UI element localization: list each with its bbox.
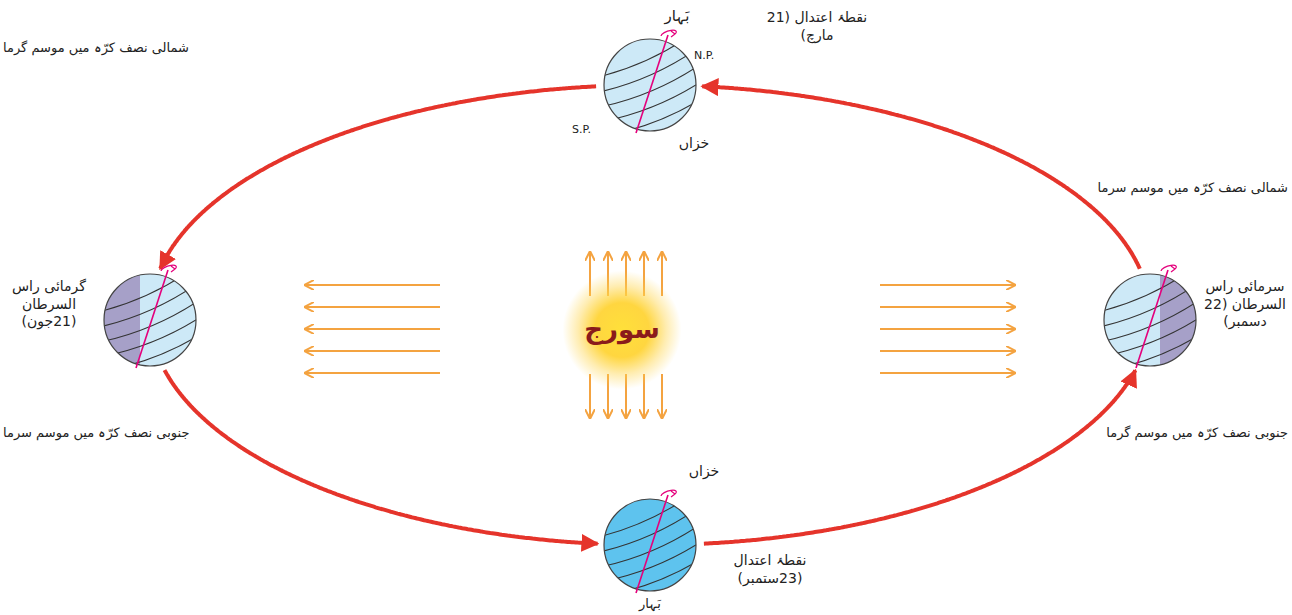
orbit-arrow: [165, 370, 598, 544]
sunray-arrow: [305, 284, 440, 286]
sunray-arrow: [305, 350, 440, 352]
earth-globe-drawing: [102, 272, 198, 368]
sunray-arrow: [305, 328, 440, 330]
sunray-arrow: [880, 372, 1015, 374]
sunray-arrow: [880, 306, 1015, 308]
sun-label: سورج: [572, 313, 672, 346]
globe-label: سرمائی راس السرطان (22 دسمبر): [1204, 278, 1286, 331]
orbit-arrow: [704, 370, 1135, 543]
globe-label: بَہار: [622, 596, 678, 612]
earth-globe: خزاںنقطۂ اعتدال (23ستمبر)بَہار: [602, 497, 698, 593]
hemisphere-season-label: شمالی نصف کرّہ میں موسم سرما: [1097, 180, 1288, 197]
globe-label: S.P.: [572, 123, 606, 137]
hemisphere-season-label: شمالی نصف کرّہ میں موسم گرما: [3, 40, 189, 57]
hemisphere-season-label: جنوبی نصف کرّہ میں موسم سرما: [3, 425, 190, 442]
earth-globe-drawing: [602, 497, 698, 593]
sunray-arrow: [880, 328, 1015, 330]
globe-label: N.P.: [694, 49, 734, 63]
earth-globe-drawing: [1102, 272, 1198, 368]
sunray-arrow: [661, 374, 663, 418]
earth-globe-drawing: [602, 37, 698, 133]
sun: سورج: [572, 280, 672, 380]
orbit-arrow: [702, 86, 1140, 268]
earth-globe: بَہارN.P.S.P.خزاںنقطۂ اعتدال (21 مارچ): [602, 37, 698, 133]
globe-label: نقطۂ اعتدال (23ستمبر): [714, 552, 826, 587]
globe-label: خزاں: [682, 463, 726, 481]
orbit-arrow: [160, 86, 596, 268]
earth-globe: گرمائی راس السرطان (21جون): [102, 272, 198, 368]
globe-label: گرمائی راس السرطان (21جون): [3, 278, 95, 331]
globe-label: خزاں: [672, 135, 716, 153]
globe-label: بَہار: [652, 7, 702, 26]
hemisphere-season-label: جنوبی نصف کرّہ میں موسم گرما: [1106, 425, 1288, 442]
sunray-arrows: [305, 252, 1015, 418]
sunray-arrow: [880, 350, 1015, 352]
globe-label: نقطۂ اعتدال (21 مارچ): [762, 9, 872, 44]
sunray-arrow: [880, 284, 1015, 286]
earth-globe: سرمائی راس السرطان (22 دسمبر): [1102, 272, 1198, 368]
sunray-arrow: [305, 306, 440, 308]
sunray-arrow: [305, 372, 440, 374]
